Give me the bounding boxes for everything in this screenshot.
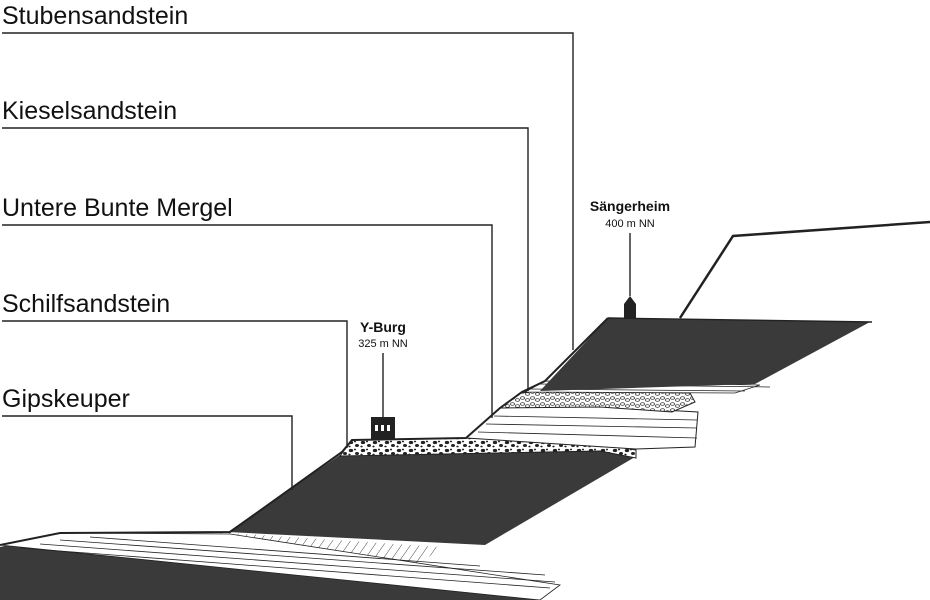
upper-cliff-line [678, 220, 930, 319]
house-icon [624, 296, 636, 318]
bottom-stratum-line-4 [89, 536, 481, 567]
leader-untere-bunte-mergel [2, 224, 493, 418]
mergel-line-2 [485, 423, 698, 429]
leader-schilfsandstein [2, 320, 348, 448]
bottom-stratum-line-2 [39, 543, 556, 583]
plateau-line [607, 317, 873, 323]
label-schilfsandstein: Schilfsandstein [2, 290, 170, 318]
mergel-line-1 [477, 431, 698, 439]
saengerheim-name: Sängerheim [590, 198, 670, 214]
y-burg-name: Y-Burg [360, 319, 406, 335]
leader-stubensandstein [2, 32, 574, 350]
gipskeuper-slope [228, 450, 635, 545]
saengerheim-elevation: 400 m NN [605, 218, 655, 230]
ground-surface-line [0, 317, 609, 546]
castle-icon [371, 417, 395, 439]
label-gipskeuper: Gipskeuper [2, 385, 130, 413]
stubensandstein-slope [540, 318, 870, 391]
gravel-layer [498, 390, 696, 413]
leader-kieselsandstein [2, 127, 529, 391]
label-untere-bunte-mergel: Untere Bunte Mergel [2, 194, 233, 222]
label-stubensandstein: Stubensandstein [2, 2, 188, 30]
bottom-stratum-line-1 [19, 547, 551, 589]
y-burg-elevation: 325 m NN [358, 338, 408, 350]
mergel-line-3 [493, 415, 698, 421]
label-kieselsandstein: Kieselsandstein [2, 97, 177, 125]
bottom-stratum-line-3 [59, 539, 546, 576]
leader-gipskeuper [2, 415, 293, 490]
